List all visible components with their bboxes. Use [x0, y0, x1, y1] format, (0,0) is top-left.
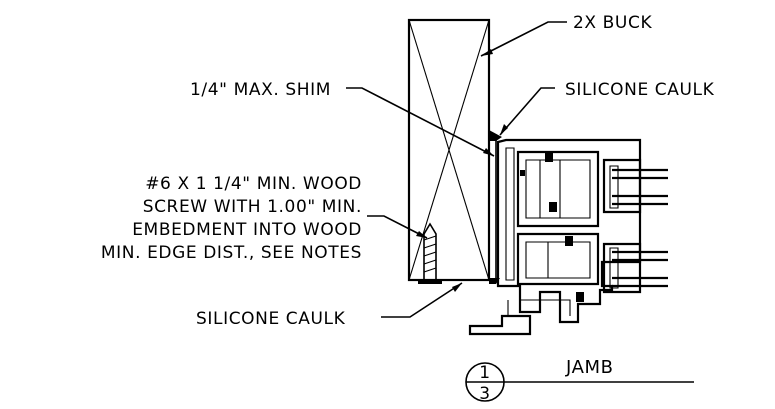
screw-note-line-1: #6 X 1 1/4" MIN. WOOD	[145, 174, 362, 194]
screw-note-line-4: MIN. EDGE DIST., SEE NOTES	[101, 243, 362, 263]
section-title: JAMB	[565, 357, 614, 378]
glazing-upper	[602, 158, 668, 214]
section-marker: 1 3 JAMB	[465, 357, 694, 404]
detail-number: 1	[479, 363, 490, 383]
sheet-number: 3	[479, 384, 490, 404]
screw-note-line-2: SCREW WITH 1.00" MIN.	[143, 197, 362, 217]
buck-label: 2X BUCK	[573, 13, 652, 33]
wood-screw	[418, 222, 442, 284]
screw-note-line-3: EMBEDMENT INTO WOOD	[132, 220, 362, 240]
glazing-lower	[602, 242, 668, 294]
leader-lines	[346, 21, 567, 318]
caulk-top-label: SILICONE CAULK	[565, 80, 715, 100]
window-frame-profile	[468, 138, 642, 336]
shim-label: 1/4" MAX. SHIM	[190, 80, 331, 100]
caulk-bottom-label: SILICONE CAULK	[196, 309, 346, 329]
silicone-caulk-bead-top	[489, 130, 502, 141]
wood-buck	[407, 18, 491, 282]
